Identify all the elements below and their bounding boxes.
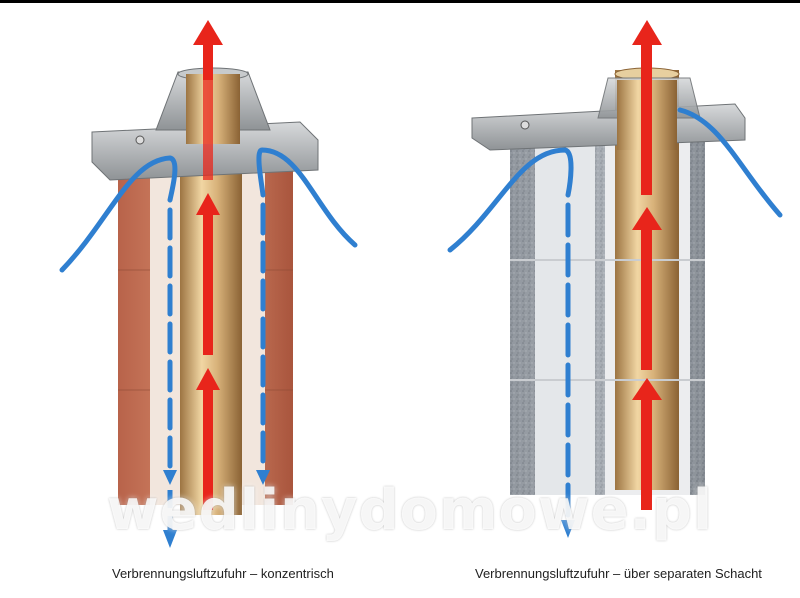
right-chimney bbox=[471, 67, 746, 495]
flue-gas-arrows bbox=[193, 20, 662, 510]
air-inlet-right bbox=[256, 147, 358, 248]
right-bolt-icon bbox=[520, 120, 530, 130]
air-inlet-left bbox=[59, 155, 178, 273]
flue-arrow-icon bbox=[203, 45, 213, 80]
caption-separate-shaft: Verbrennungsluftzufuhr – über separaten … bbox=[475, 566, 762, 581]
top-border bbox=[0, 0, 800, 3]
left-bolt-icon bbox=[135, 135, 145, 145]
caption-concentric: Verbrennungsluftzufuhr – konzentrisch bbox=[112, 566, 334, 581]
right-block-joints bbox=[510, 259, 705, 381]
air-inlet-separate bbox=[447, 147, 574, 253]
air-arrow-heads bbox=[163, 470, 575, 548]
watermark: wedlinydomowe.pl bbox=[106, 478, 714, 543]
right-air-shaft bbox=[535, 140, 595, 495]
combustion-air-arrows bbox=[59, 107, 783, 523]
air-down-arrow-icon bbox=[163, 530, 177, 548]
flue-arrow-head-icon bbox=[193, 20, 223, 45]
